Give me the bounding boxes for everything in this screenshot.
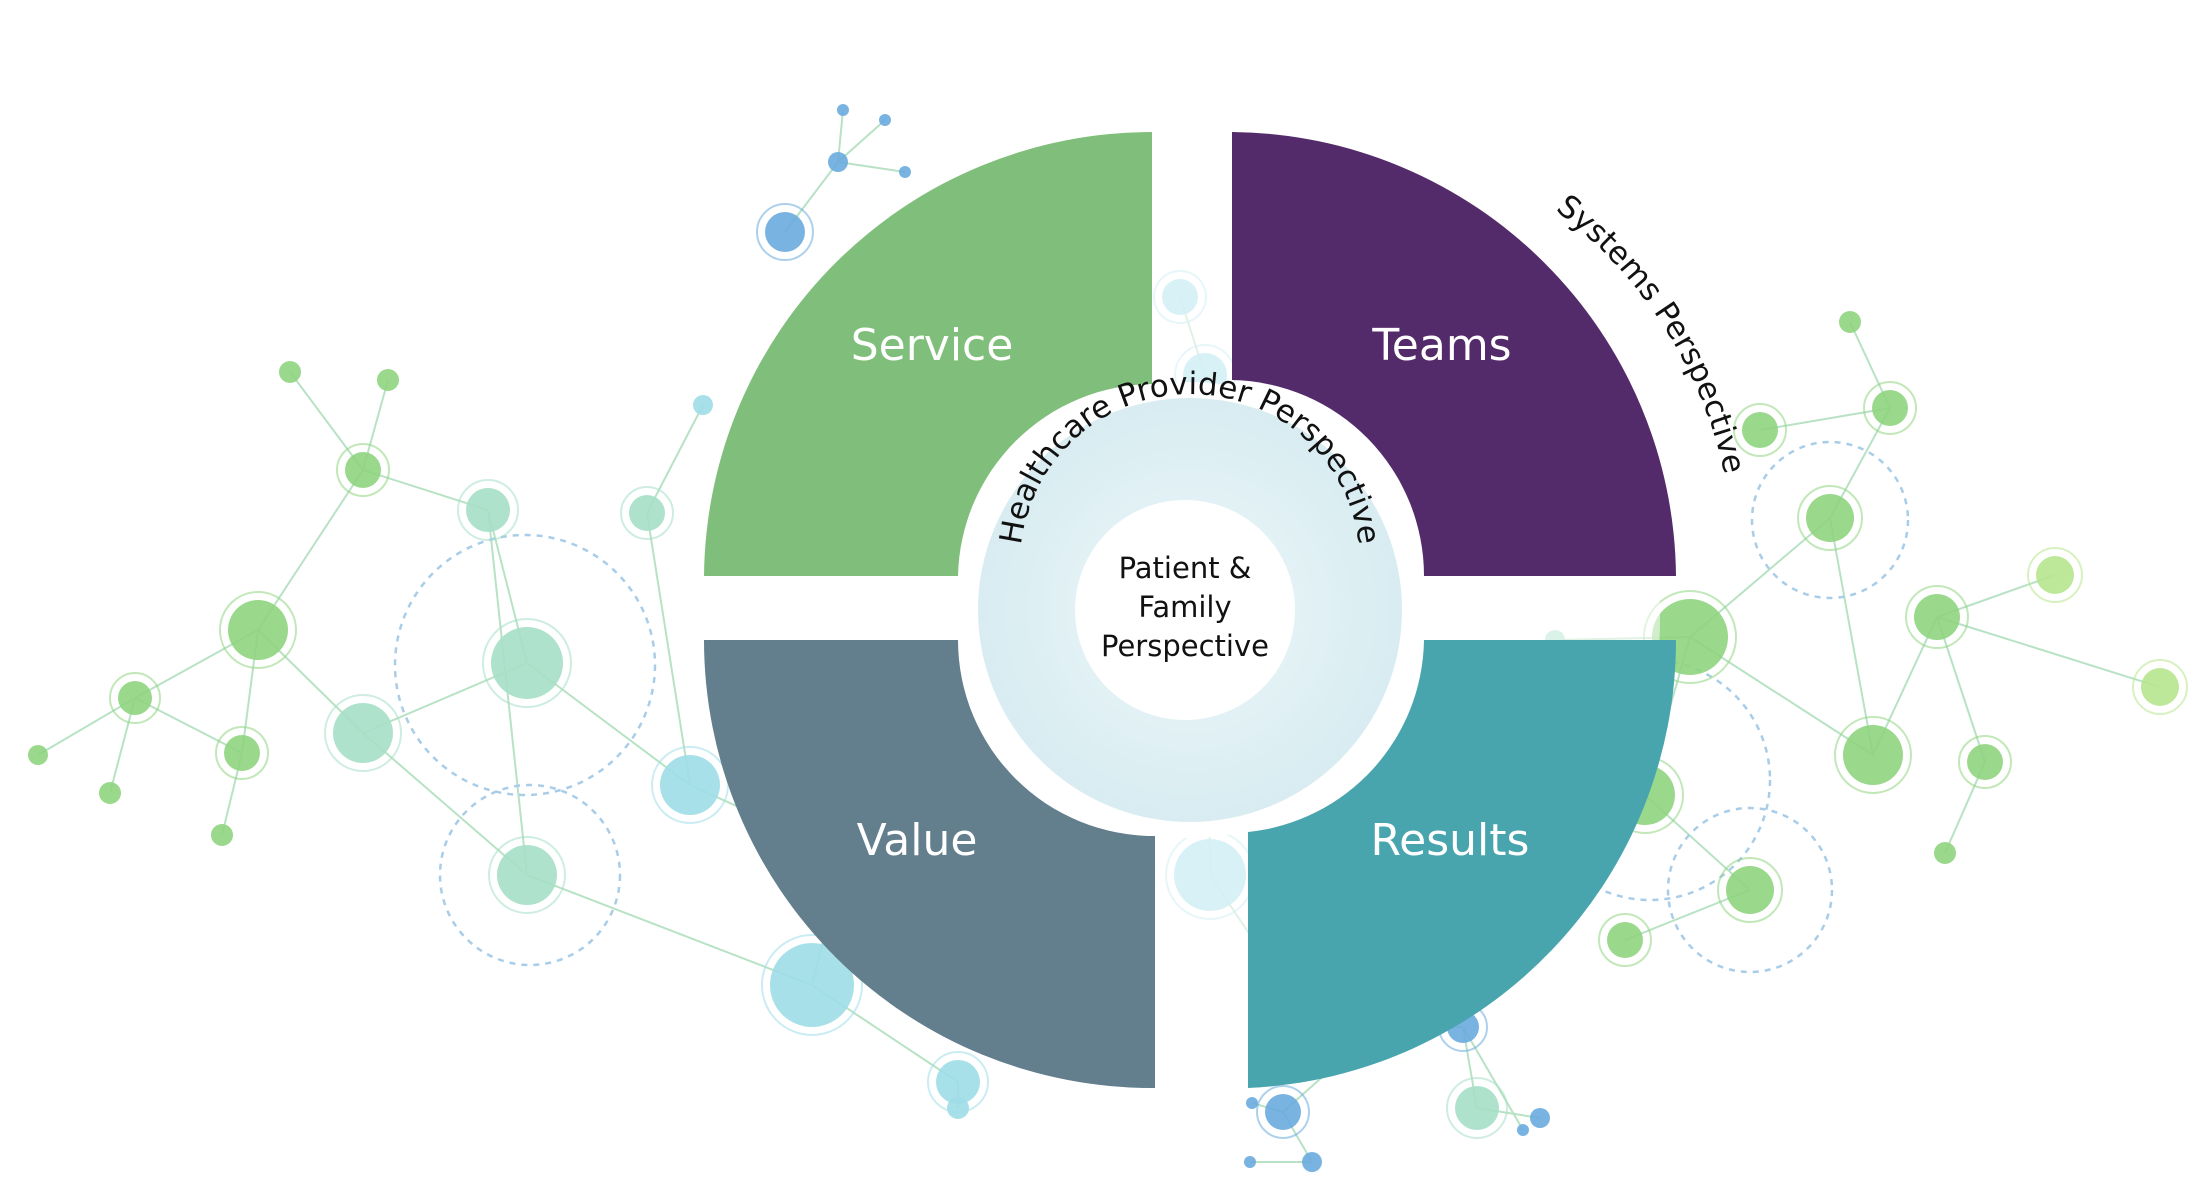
network-node	[279, 361, 301, 383]
service-quadrant[interactable]	[704, 131, 1152, 576]
network-node	[1872, 390, 1908, 426]
network-node-halo	[1717, 857, 1783, 923]
network-node	[1934, 842, 1956, 864]
network-node	[1843, 725, 1903, 785]
results-quadrant[interactable]	[1248, 640, 1677, 1088]
network-node	[899, 166, 911, 178]
network-node	[1530, 1108, 1550, 1128]
results-label: Results	[1371, 815, 1530, 866]
network-node	[1742, 412, 1778, 448]
network-link	[646, 404, 704, 514]
network-node-halo	[336, 443, 390, 497]
network-node-halo	[1797, 485, 1863, 551]
center-line-1: Patient &	[1119, 551, 1252, 585]
network-link	[646, 512, 691, 786]
patient-center	[1075, 500, 1295, 720]
teams-quadrant[interactable]	[1232, 132, 1676, 576]
network-link	[526, 874, 813, 986]
network-link	[362, 732, 528, 876]
network-node	[1607, 922, 1643, 958]
network-link	[1462, 1026, 1524, 1131]
network-node	[879, 114, 891, 126]
value-label: Value	[857, 815, 978, 866]
value-quadrant[interactable]	[704, 640, 1155, 1089]
network-link	[1829, 517, 1874, 756]
network-node	[837, 104, 849, 116]
network-node-halo	[482, 618, 572, 708]
network-node	[228, 600, 288, 660]
network-node	[660, 755, 720, 815]
network-node	[1839, 311, 1861, 333]
network-node-halo	[1905, 585, 1969, 649]
network-node-halo	[1256, 1085, 1310, 1139]
network-link	[134, 697, 243, 754]
network-node-halo	[620, 486, 674, 540]
network-node-halo	[488, 836, 566, 914]
network-node	[211, 824, 233, 846]
network-link	[1759, 407, 1891, 431]
network-node	[828, 152, 848, 172]
network-node	[2036, 556, 2074, 594]
network-node	[333, 703, 393, 763]
network-node	[2141, 668, 2179, 706]
network-node	[345, 452, 381, 488]
network-node	[947, 1097, 969, 1119]
network-node	[1244, 1156, 1256, 1168]
network-node	[377, 369, 399, 391]
network-link	[257, 469, 364, 631]
network-node	[1967, 744, 2003, 780]
network-node	[1726, 866, 1774, 914]
network-node-halo	[756, 203, 814, 261]
service-label: Service	[851, 320, 1014, 371]
network-node-halo	[215, 726, 269, 780]
network-node	[1517, 1124, 1529, 1136]
network-dashed-ring	[1750, 440, 1910, 600]
network-node	[765, 212, 805, 252]
network-node-halo	[1863, 381, 1917, 435]
network-node	[118, 681, 152, 715]
network-link	[1936, 616, 2161, 688]
teams-label: Teams	[1371, 320, 1511, 371]
network-node	[224, 735, 260, 771]
network-node	[1265, 1094, 1301, 1130]
network-node-halo	[1834, 716, 1912, 794]
network-node	[1246, 1097, 1258, 1109]
network-node	[497, 845, 557, 905]
network-node	[1806, 494, 1854, 542]
network-node	[99, 782, 121, 804]
center-line-3: Perspective	[1101, 629, 1269, 663]
network-node-halo	[651, 746, 729, 824]
network-node-halo	[1958, 735, 2012, 789]
network-node	[28, 745, 48, 765]
network-dashed-ring	[438, 783, 622, 967]
network-node	[1302, 1152, 1322, 1172]
network-node-halo	[219, 591, 297, 669]
network-node-halo	[761, 934, 863, 1036]
network-node	[936, 1060, 980, 1104]
center-line-2: Family	[1138, 590, 1231, 624]
network-node-halo	[1598, 913, 1652, 967]
network-node-halo	[1733, 403, 1787, 457]
network-node-halo	[109, 672, 161, 724]
network-node	[491, 627, 563, 699]
network-node-halo	[1446, 1077, 1508, 1139]
network-node-halo	[324, 694, 402, 772]
network-node	[1455, 1086, 1499, 1130]
network-node-halo	[457, 479, 519, 541]
network-node	[770, 943, 854, 1027]
network-node-halo	[2132, 659, 2188, 715]
network-node	[693, 395, 713, 415]
network-node-halo	[2027, 547, 2083, 603]
network-node	[466, 488, 510, 532]
network-node	[1914, 594, 1960, 640]
network-link	[289, 371, 364, 471]
network-link	[37, 697, 136, 756]
network-link	[837, 161, 906, 173]
network-node	[629, 495, 665, 531]
network-dashed-ring	[1666, 806, 1834, 974]
network-link	[837, 119, 886, 163]
network-dashed-ring	[393, 533, 657, 797]
